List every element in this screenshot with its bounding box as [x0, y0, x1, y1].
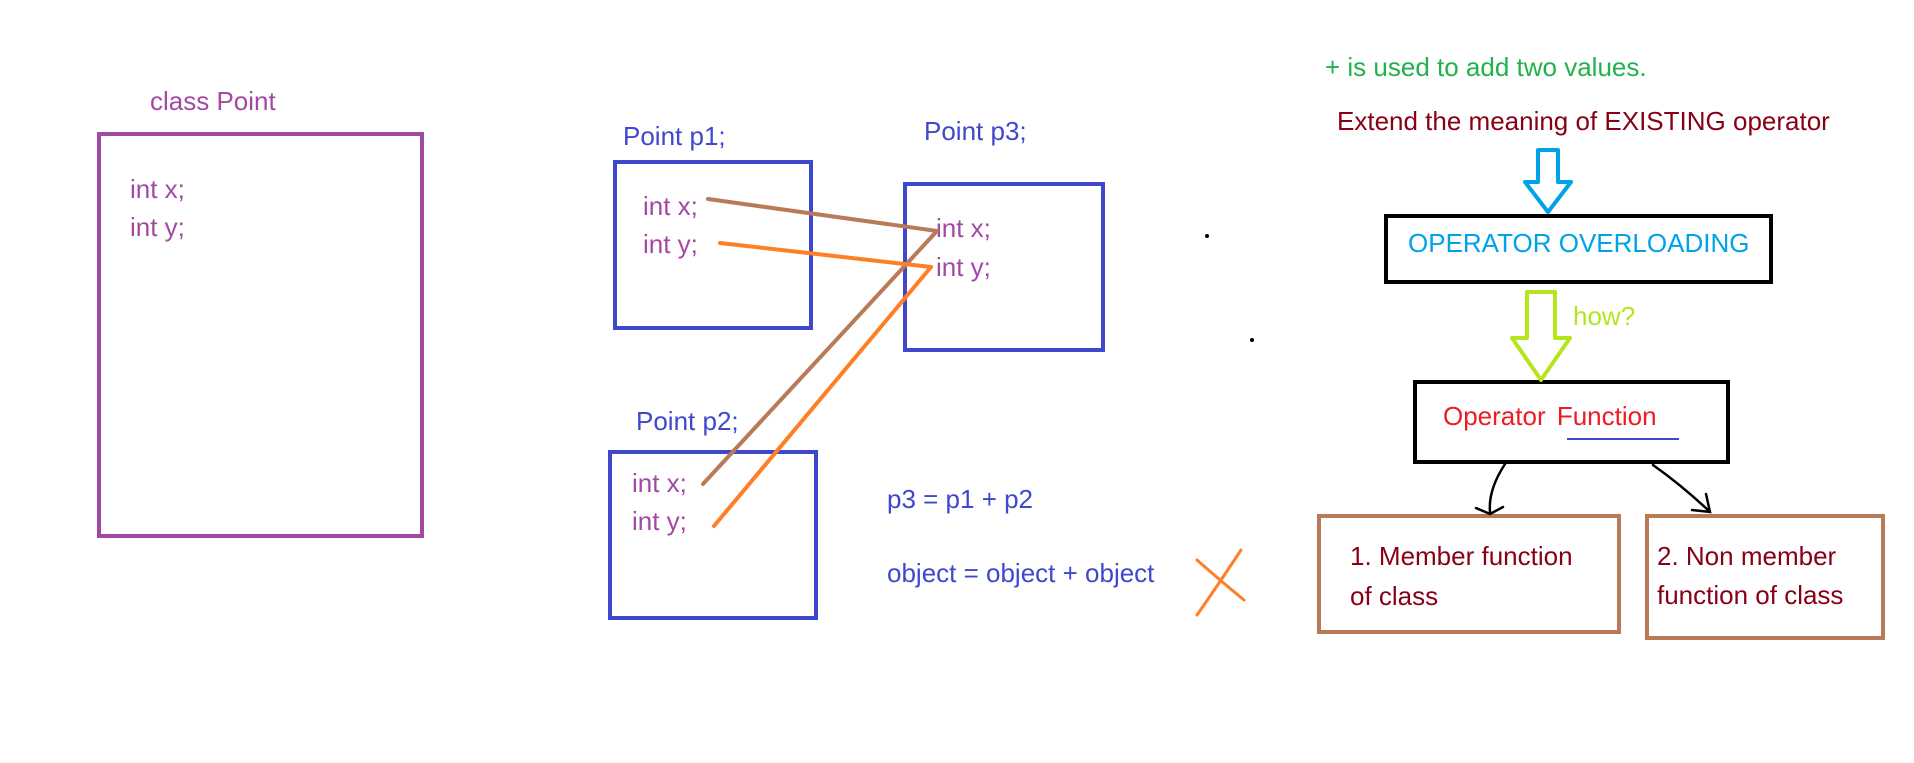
- p3-field-y: int y;: [936, 252, 991, 282]
- cross-mark-icon: [1195, 548, 1246, 617]
- p2-title: Point p2;: [636, 406, 739, 436]
- p1-field-x: int x;: [643, 191, 698, 221]
- intro-text: + is used to add two values.: [1325, 52, 1647, 82]
- branch-arrow-right-icon: [1651, 463, 1712, 514]
- non-member-function-line2: function of class: [1657, 580, 1844, 610]
- member-function-line1: 1. Member function: [1350, 541, 1573, 571]
- p1-field-y: int y;: [643, 229, 698, 259]
- stray-dot: [1205, 234, 1209, 238]
- branch-arrow-left-icon: [1474, 462, 1507, 516]
- class-point-box: [97, 132, 424, 538]
- p3-field-x: int x;: [936, 213, 991, 243]
- function-word: Function: [1556, 401, 1657, 431]
- member-function-line2: of class: [1350, 581, 1439, 611]
- p3-title: Point p3;: [924, 116, 1027, 146]
- class-point-field-y: int y;: [130, 212, 185, 242]
- extend-text: Extend the meaning of EXISTING operator: [1337, 106, 1830, 136]
- operator-function-label: Operator Function: [1443, 401, 1657, 432]
- how-label: how?: [1573, 301, 1636, 331]
- expression-object-sum: object = object + object: [887, 558, 1155, 588]
- member-function-box: [1317, 514, 1621, 634]
- operator-word: Operator: [1443, 401, 1546, 431]
- expression-sum: p3 = p1 + p2: [887, 484, 1034, 514]
- hollow-down-arrow-icon: [1510, 290, 1572, 382]
- operator-overloading-box: [1384, 214, 1773, 284]
- p3-box: [903, 182, 1105, 352]
- operator-function-box: [1413, 380, 1730, 464]
- operator-overloading-label: OPERATOR OVERLOADING: [1408, 228, 1750, 258]
- p2-field-x: int x;: [632, 468, 687, 498]
- class-point-field-x: int x;: [130, 174, 185, 204]
- p1-title: Point p1;: [623, 121, 726, 151]
- p2-field-y: int y;: [632, 506, 687, 536]
- non-member-function-line1: 2. Non member: [1657, 541, 1837, 571]
- class-point-title: class Point: [150, 86, 276, 116]
- hollow-down-arrow-icon: [1523, 148, 1573, 214]
- non-member-function-box: [1645, 514, 1885, 640]
- stray-dot: [1250, 338, 1254, 342]
